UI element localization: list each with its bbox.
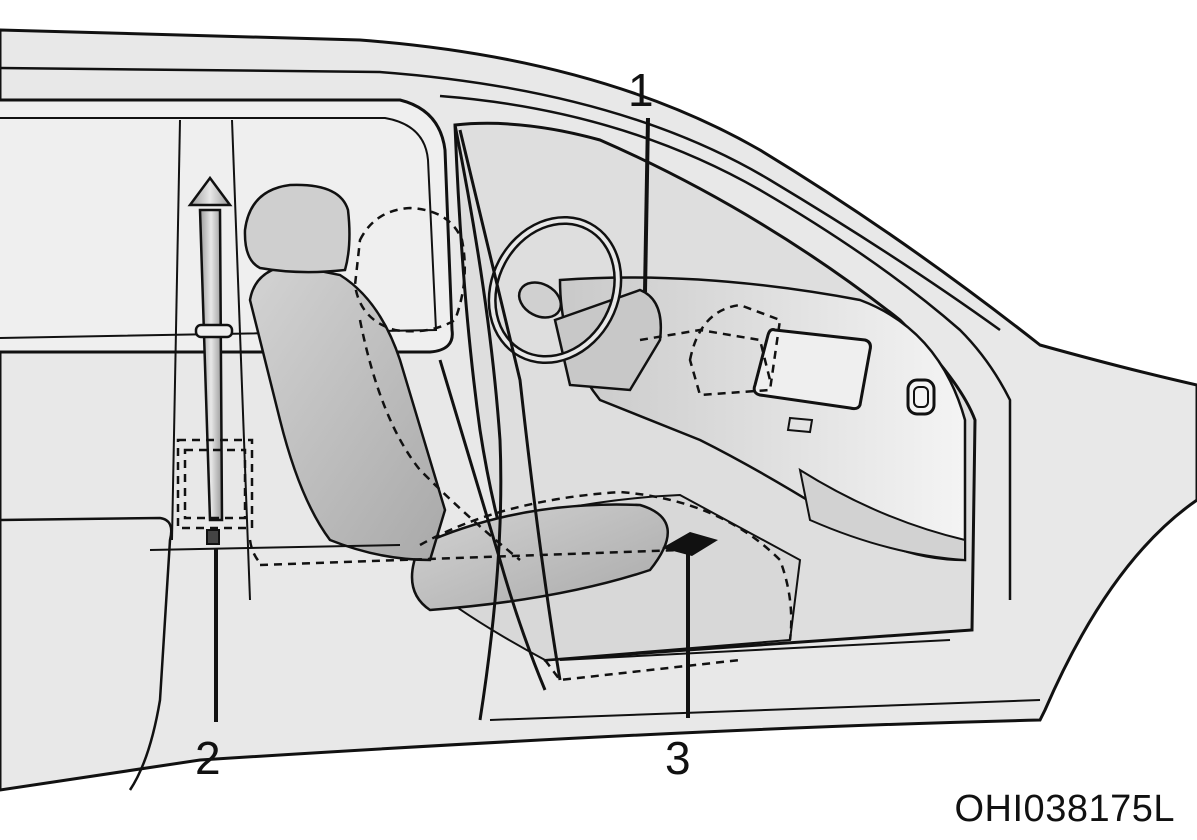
dashed-sensor-box-inner	[183, 448, 247, 520]
hidden-components-dashed	[176, 206, 793, 682]
steering-hub	[517, 281, 563, 319]
rear-window	[0, 98, 454, 354]
dashed-sensor-box	[176, 438, 254, 530]
roof-line-inner	[439, 94, 1012, 600]
seat-belt-anchor	[206, 529, 220, 545]
lower-body-line	[489, 699, 1041, 721]
side-sill-line	[149, 544, 401, 551]
dash-slot	[786, 416, 814, 434]
air-vent-inner	[913, 386, 929, 408]
sensor-marker-3	[662, 532, 718, 556]
steering-wheel-rim	[490, 218, 620, 362]
dashed-wiring-harness-2	[248, 539, 263, 566]
dashed-seat-outline	[419, 490, 793, 641]
dashed-curtain	[358, 319, 521, 561]
callout-1-leader	[643, 117, 650, 293]
dashed-dash-harness	[639, 328, 772, 381]
rocker-line	[559, 639, 951, 661]
air-vent	[906, 378, 936, 416]
dashed-floor-route	[544, 658, 741, 682]
center-display	[752, 328, 872, 411]
seat-belt-buckle	[194, 323, 234, 339]
dashed-airbag-module	[353, 206, 466, 333]
callout-2-label: 2	[195, 732, 221, 784]
rear-door-lower	[0, 516, 173, 791]
dashed-wiring-harness	[259, 548, 681, 567]
door-frame-edge	[453, 124, 503, 721]
callout-3-label: 3	[665, 732, 691, 784]
steering-column	[553, 288, 663, 392]
figure-code: OHI038175L	[954, 788, 1175, 830]
dashed-passenger-airbag	[688, 303, 782, 397]
front-pillar	[458, 129, 562, 681]
seat-belt-top-arrow	[187, 175, 233, 207]
roof-line	[0, 66, 1001, 332]
callout-1-label: 1	[628, 64, 654, 116]
rear-window-frame	[0, 117, 438, 339]
b-pillar-left	[171, 119, 181, 541]
head-rest	[243, 183, 351, 274]
glove-box	[798, 467, 966, 562]
seat-belt-webbing	[198, 208, 224, 522]
b-pillar-right	[231, 119, 251, 601]
